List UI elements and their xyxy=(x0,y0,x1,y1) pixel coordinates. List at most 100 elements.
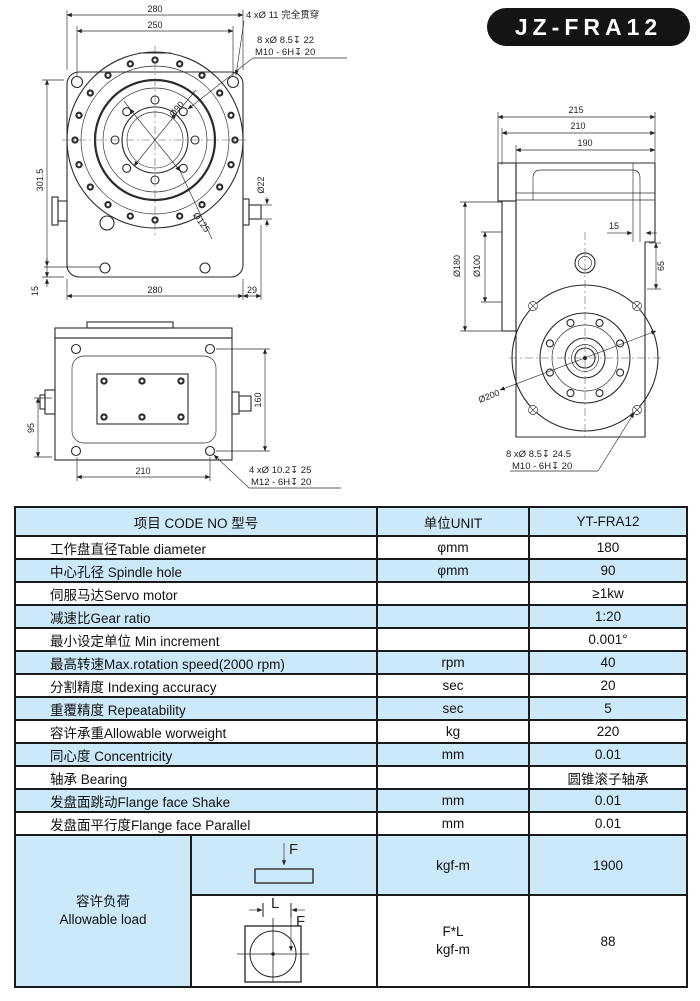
spec-item-label: 减速比Gear ratio xyxy=(13,604,379,629)
spec-value: 0.01 xyxy=(528,788,689,813)
spec-item-label: 重覆精度 Repeatability xyxy=(13,696,379,721)
front-dim-foot: 15 xyxy=(30,286,40,296)
side-view-drawing: 95 160 210 4 xØ 10.2↧ 25 M12 - 6H↧ 20 xyxy=(26,321,341,489)
load-diagram-axial: F xyxy=(189,834,379,896)
spec-row: 分割精度 Indexing accuracy sec 20 xyxy=(13,673,689,698)
spec-row: 伺服马达Servo motor ≥1kw xyxy=(13,581,689,606)
side-dim95: 95 xyxy=(26,423,36,433)
spec-item-label: 最高转速Max.rotation speed(2000 rpm) xyxy=(13,650,379,675)
load-value: 88 xyxy=(528,894,689,988)
load-moment-length-label: L xyxy=(271,896,279,912)
spec-value: 0.01 xyxy=(528,811,689,836)
spec-row: 减速比Gear ratio 1:20 xyxy=(13,604,689,629)
front-dim250: 250 xyxy=(147,20,162,30)
spec-header-item: 项目 CODE NO 型号 xyxy=(13,506,379,537)
spec-row: 发盘面跳动Flange face Shake mm 0.01 xyxy=(13,788,689,813)
rear-dia100: Ø100 xyxy=(472,255,482,277)
side-dim210: 210 xyxy=(135,466,150,476)
model-badge: JZ-FRA12 xyxy=(487,8,690,46)
spec-row: 工作盘直径Table diameter φmm 180 xyxy=(13,535,689,560)
load-section-label: 容许负荷 Allowable load xyxy=(14,834,192,988)
rear-dia200: Ø200 xyxy=(477,388,501,405)
load-moment-force-label: F xyxy=(296,913,305,930)
spec-value: 20 xyxy=(528,673,689,698)
load-axial-force-label: F xyxy=(289,841,298,858)
spec-item-label: 工作盘直径Table diameter xyxy=(13,535,379,560)
front-dia22-label: Ø22 xyxy=(256,176,266,193)
rear-view-drawing: 215 210 190 15 65 xyxy=(452,105,666,472)
spec-header-unit: 单位UNIT xyxy=(376,506,531,537)
spec-row: 最高转速Max.rotation speed(2000 rpm) rpm 40 xyxy=(13,650,689,675)
spec-item-label: 发盘面平行度Flange face Parallel xyxy=(13,811,379,836)
spec-item-label: 容许承重Allowable worweight xyxy=(13,719,379,744)
front-dim29: 29 xyxy=(247,285,257,295)
spec-row: 同心度 Concentricity mm 0.01 xyxy=(13,742,689,767)
spec-item-label: 轴承 Bearing xyxy=(13,765,379,790)
rear-corner-drill-marks xyxy=(528,301,642,415)
spec-item-label: 中心孔径 Spindle hole xyxy=(13,558,379,583)
rear-note-cbore: 8 xØ 8.5↧ 24.5 xyxy=(506,449,571,460)
spec-item-label: 最小设定单位 Min increment xyxy=(13,627,379,652)
spec-unit: sec xyxy=(376,673,531,698)
spec-value: ≥1kw xyxy=(528,581,689,606)
rear-dim215: 215 xyxy=(568,105,583,115)
front-note-corner-holes: 4 xØ 11 完全贯穿 xyxy=(246,9,319,21)
load-value: 1900 xyxy=(528,834,689,896)
rear-note-thread: M10 - 6H↧ 20 xyxy=(512,461,572,472)
front-note-thread: M10 - 6H↧ 20 xyxy=(255,47,315,58)
front-dim280-bottom: 280 xyxy=(147,285,162,295)
spec-unit: rpm xyxy=(376,650,531,675)
front-note-cbore: 8 xØ 8.5↧ 22 xyxy=(257,35,314,46)
side-dim160: 160 xyxy=(253,392,263,407)
spec-item-label: 发盘面跳动Flange face Shake xyxy=(13,788,379,813)
spec-unit: kg xyxy=(376,719,531,744)
spec-value: 0.001° xyxy=(528,627,689,652)
spec-unit: mm xyxy=(376,742,531,767)
spec-unit: sec xyxy=(376,696,531,721)
spec-row: 最小设定单位 Min increment 0.001° xyxy=(13,627,689,652)
rear-dim210: 210 xyxy=(570,121,585,131)
spec-unit xyxy=(376,581,531,606)
load-unit: F*L kgf-m xyxy=(376,894,531,988)
spec-value: 40 xyxy=(528,650,689,675)
spec-row: 轴承 Bearing 圆锥滚子轴承 xyxy=(13,765,689,790)
spec-unit: φmm xyxy=(376,535,531,560)
spec-header-row: 项目 CODE NO 型号 单位UNIT YT-FRA12 xyxy=(13,506,689,537)
spec-row: 容许承重Allowable worweight kg 220 xyxy=(13,719,689,744)
spec-item-label: 伺服马达Servo motor xyxy=(13,581,379,606)
front-dim280-top: 280 xyxy=(147,4,162,14)
spec-unit: mm xyxy=(376,788,531,813)
model-badge-label: JZ-FRA12 xyxy=(514,13,663,40)
load-unit: kgf-m xyxy=(376,834,531,896)
side-cover-screws xyxy=(100,377,185,421)
spec-item-label: 同心度 Concentricity xyxy=(13,742,379,767)
spec-row: 中心孔径 Spindle hole φmm 90 xyxy=(13,558,689,583)
rear-dim15: 15 xyxy=(609,221,619,231)
front-view-drawing: Ø90 Ø125 280 250 301.5 15 280 xyxy=(30,4,347,300)
spec-unit: mm xyxy=(376,811,531,836)
load-row-moment: L F F*L kgf-m 88 xyxy=(15,894,689,988)
spec-value: 220 xyxy=(528,719,689,744)
spec-value: 90 xyxy=(528,558,689,583)
rear-dim190: 190 xyxy=(577,138,592,148)
front-dia125-label: Ø125 xyxy=(191,210,212,234)
spec-value: 1:20 xyxy=(528,604,689,629)
front-dim-height: 301.5 xyxy=(35,169,45,192)
spec-row: 重覆精度 Repeatability sec 5 xyxy=(13,696,689,721)
technical-drawings: Ø90 Ø125 280 250 301.5 15 280 xyxy=(26,4,666,489)
rear-dim65: 65 xyxy=(656,261,666,271)
spec-table: 项目 CODE NO 型号 单位UNIT YT-FRA12 工作盘直径Table… xyxy=(13,506,689,988)
spec-value: 5 xyxy=(528,696,689,721)
spec-unit xyxy=(376,604,531,629)
side-note-thread: M12 - 6H↧ 20 xyxy=(251,477,311,488)
rear-dia180: Ø180 xyxy=(452,255,462,277)
spec-value: 圆锥滚子轴承 xyxy=(528,765,689,790)
spec-value: 0.01 xyxy=(528,742,689,767)
spec-item-label: 分割精度 Indexing accuracy xyxy=(13,673,379,698)
spec-unit xyxy=(376,627,531,652)
spec-header-model: YT-FRA12 xyxy=(528,506,689,537)
spec-unit: φmm xyxy=(376,558,531,583)
spec-row: 发盘面平行度Flange face Parallel mm 0.01 xyxy=(13,811,689,836)
spec-unit xyxy=(376,765,531,790)
